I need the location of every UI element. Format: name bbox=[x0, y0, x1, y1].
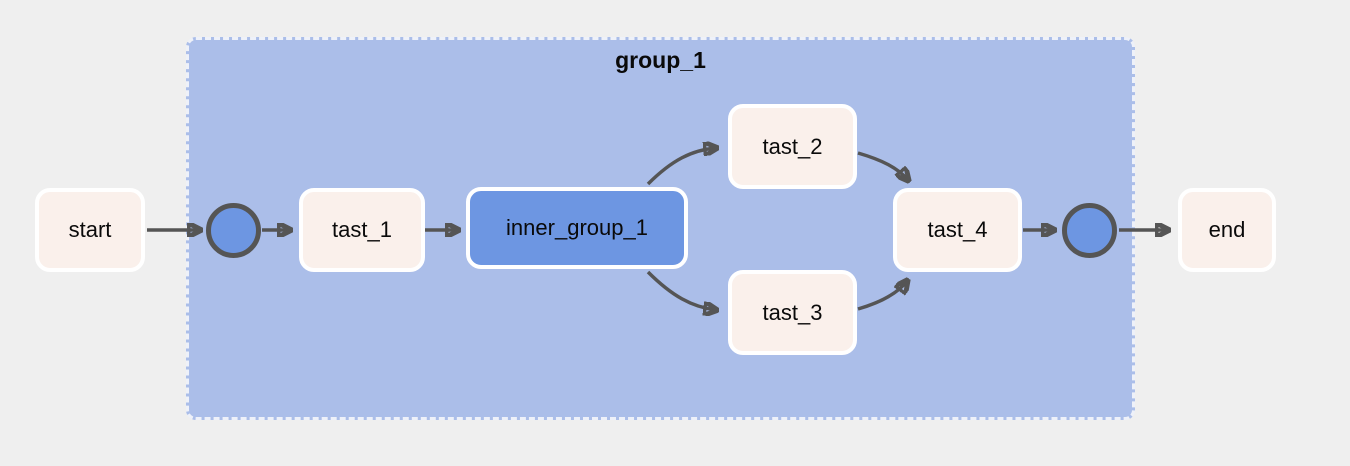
node-label: end bbox=[1208, 217, 1246, 242]
junction-node-out[interactable] bbox=[1062, 203, 1117, 258]
node-tast-3[interactable]: tast_3 bbox=[728, 270, 857, 355]
node-tast-1[interactable]: tast_1 bbox=[299, 188, 425, 272]
junction-node-in[interactable] bbox=[206, 203, 261, 258]
node-label: tast_1 bbox=[332, 217, 392, 242]
group-label: group_1 bbox=[615, 47, 706, 73]
node-tast-2[interactable]: tast_2 bbox=[728, 104, 857, 189]
node-end[interactable]: end bbox=[1178, 188, 1276, 272]
node-label: start bbox=[68, 217, 112, 242]
node-label: tast_3 bbox=[762, 299, 823, 325]
node-label: tast_2 bbox=[762, 133, 823, 159]
node-start[interactable]: start bbox=[35, 188, 145, 272]
node-label: tast_4 bbox=[927, 217, 988, 242]
node-tast-4[interactable]: tast_4 bbox=[893, 188, 1022, 272]
node-label: inner_group_1 bbox=[506, 215, 648, 240]
node-inner-group-1[interactable]: inner_group_1 bbox=[466, 187, 688, 269]
